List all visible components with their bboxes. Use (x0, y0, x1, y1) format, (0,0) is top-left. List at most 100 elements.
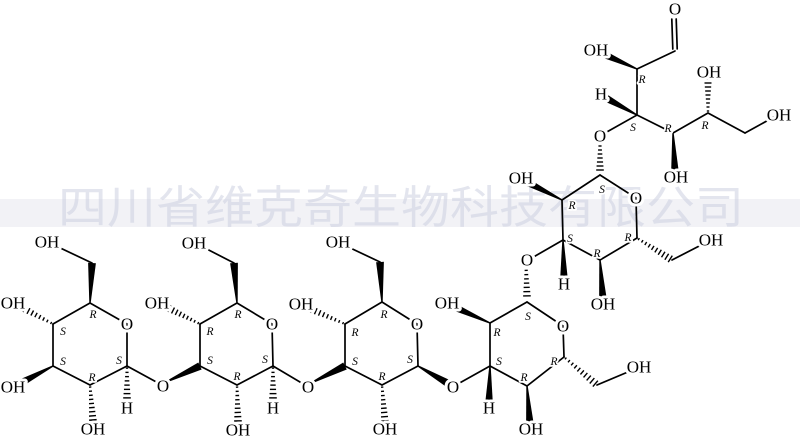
bond-wedge (599, 259, 607, 301)
stereo-label-halo: R (205, 326, 213, 338)
stereo-label-halo: R (567, 200, 575, 212)
stereo-label-halo: S (116, 355, 122, 367)
stereo-label: R (379, 309, 387, 321)
bond-plain (199, 365, 238, 386)
bond-hash-mark (654, 247, 659, 253)
stereo-label-halo: R (350, 327, 358, 339)
stereo-label: R (592, 248, 600, 260)
bond-plain (344, 365, 383, 386)
bond-wedge (485, 365, 493, 405)
bond-hash-mark (576, 367, 581, 372)
stereo-label-halo: S (525, 311, 531, 323)
atom-label-halo: OH (182, 234, 207, 253)
stereo-label-halo: S (599, 184, 605, 196)
bond-hash-mark (586, 375, 592, 381)
atom-label: O (594, 127, 606, 146)
stereo-label: R (663, 123, 671, 135)
bond-plain (707, 112, 746, 134)
stereo-label: R (623, 232, 631, 244)
bond-hash-mark (88, 410, 96, 413)
stereo-label: R (233, 309, 241, 321)
stereo-label-halo: R (663, 123, 671, 135)
bond-hash-mark (174, 309, 179, 316)
stereo-label: S (60, 326, 66, 338)
stereo-label: R (232, 371, 240, 383)
stereo-label: S (630, 122, 636, 134)
bond-hash-mark (197, 321, 200, 325)
stereo-label: S (207, 355, 213, 367)
stereo-label-halo: R (519, 372, 527, 384)
atom-label-halo: OH (699, 231, 724, 250)
bond-plain (562, 325, 565, 358)
atom-label-halo: OH (435, 294, 460, 313)
atom-label: OH (182, 234, 207, 253)
bond-plain (596, 368, 636, 386)
atom-label: OH (519, 420, 544, 437)
atom-label: OH (1, 378, 26, 397)
bond-hash-mark (22, 305, 27, 313)
bond-hash-mark (30, 310, 35, 316)
bond-plain (561, 174, 601, 201)
bond-plain (236, 302, 273, 325)
bond-plain (636, 114, 674, 134)
stereo-label-halo: R (379, 309, 387, 321)
bond-hash-mark (178, 311, 183, 317)
stereo-label-halo: R (700, 120, 708, 132)
atom-label: O (157, 377, 169, 396)
atom-label-halo: OH (326, 233, 351, 252)
atom-label-halo: H (558, 275, 570, 294)
atom-label: OH (145, 294, 170, 313)
bond-wedge (88, 262, 96, 304)
bond-hash-mark (49, 321, 53, 325)
atom-label: OH (326, 233, 351, 252)
atom-label-halo: O (121, 315, 133, 334)
stereo-label-halo: S (496, 356, 502, 368)
atom-label-halo: OH (509, 169, 534, 188)
atom-label-halo: H (121, 399, 133, 418)
bond-plain (271, 323, 274, 367)
watermark: 四川省维克奇生物科技有限公司 (58, 181, 744, 234)
bond-hash-mark (333, 317, 337, 322)
atom-label-halo: OH (627, 358, 652, 377)
stereo-label-halo: R (88, 309, 96, 321)
bond-hash-mark (660, 251, 666, 258)
stereo-label: S (525, 311, 531, 323)
stereo-label: S (567, 233, 573, 245)
stereo-label: S (352, 356, 358, 368)
bond-plain (89, 302, 128, 325)
bond-hash-mark (182, 313, 186, 319)
atom-label-halo: O (594, 127, 606, 146)
bond-hash-mark (34, 312, 38, 318)
atom-label: O (669, 0, 681, 19)
bond-double (670, 18, 674, 50)
bond-plain (381, 365, 419, 386)
stereo-label: R (87, 372, 95, 384)
atom-label: OH (35, 233, 60, 252)
bond-hash-mark (317, 309, 322, 316)
atom-label-halo: OH (664, 168, 689, 187)
atom-label-halo: OH (697, 63, 722, 82)
bond-hash-mark (313, 307, 318, 315)
bond-plain (236, 365, 274, 386)
bond-hash-mark (46, 319, 49, 323)
stereo-label: R (567, 200, 575, 212)
bond-wedge (671, 132, 679, 174)
bond-plain (529, 239, 564, 260)
stereo-label: R (637, 74, 645, 86)
atom-label: OH (664, 168, 689, 187)
atom-label: OH (591, 295, 616, 314)
bond-plain (52, 302, 91, 325)
atom-label-halo: O (557, 317, 569, 336)
bond-plain (744, 116, 775, 134)
stereo-label-halo: S (407, 354, 413, 366)
stereo-label-halo: S (262, 354, 268, 366)
bond-hash-mark (309, 306, 314, 314)
atom-label: OH (699, 231, 724, 250)
bond-hash-mark (185, 315, 189, 320)
bond-hash-mark (592, 380, 599, 387)
bond-wedge (560, 239, 568, 281)
bond-plain (53, 244, 93, 264)
stereo-label-halo: S (60, 326, 66, 338)
bond-plain (199, 302, 238, 325)
